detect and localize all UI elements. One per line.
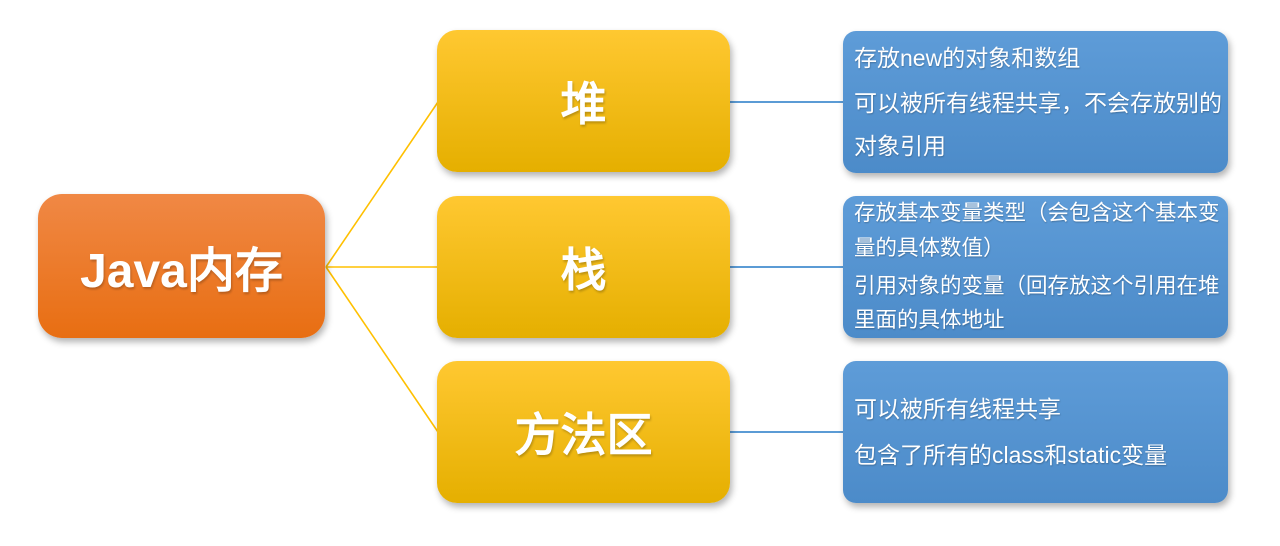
detail-paragraph: 存放基本变量类型（会包含这个基本变量的具体数值） <box>854 200 1220 260</box>
branch-node-method-area: 方法区 <box>437 361 730 503</box>
root-node-java-memory: Java内存 <box>38 194 325 338</box>
detail-paragraph: 包含了所有的class和static变量 <box>854 441 1168 468</box>
root-node-label: Java内存 <box>80 245 283 298</box>
detail-box-heap: 存放new的对象和数组 可以被所有线程共享，不会存放别的对象引用 <box>843 31 1228 173</box>
branch-node-label: 栈 <box>560 244 607 296</box>
branch-connector-heap <box>325 101 439 268</box>
detail-paragraph: 可以被所有线程共享 <box>854 395 1061 422</box>
detail-paragraph: 存放new的对象和数组 <box>854 44 1081 71</box>
detail-paragraph: 可以被所有线程共享，不会存放别的对象引用 <box>854 90 1222 159</box>
detail-box-stack: 存放基本变量类型（会包含这个基本变量的具体数值） 引用对象的变量（回存放这个引用… <box>843 196 1228 338</box>
branch-node-label: 方法区 <box>514 409 653 461</box>
branch-node-heap: 堆 <box>437 30 730 172</box>
detail-paragraph: 引用对象的变量（回存放这个引用在堆里面的具体地址 <box>854 273 1220 333</box>
detail-box-method-area: 可以被所有线程共享 包含了所有的class和static变量 <box>843 361 1228 503</box>
branch-node-label: 堆 <box>560 78 607 130</box>
branch-connector-method-area <box>325 266 439 433</box>
branch-node-stack: 栈 <box>437 196 730 338</box>
